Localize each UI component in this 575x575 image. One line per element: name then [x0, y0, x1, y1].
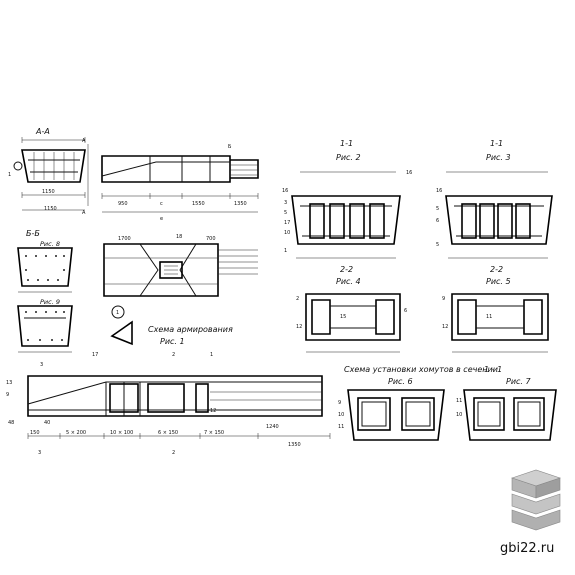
bubble-10-s7: 10: [456, 412, 462, 418]
fig4-label: Рис. 4: [336, 277, 361, 286]
watermark: gbi22.ru: [500, 541, 554, 556]
fig2-label: Рис. 2: [336, 153, 361, 162]
bubble-6-s4: 6: [404, 308, 407, 314]
dim-1200: 1240: [266, 424, 279, 430]
bubble-9-s5: 9: [442, 296, 445, 302]
beam-plan-detail: 1700 18 700: [103, 234, 258, 297]
stirrups-fig6: Рис. 6 9 10 11: [338, 377, 445, 441]
dim-1150: 1150: [42, 189, 55, 195]
section-1-1c-label: 1 - 1: [484, 365, 502, 374]
stirrups-fig7: Рис. 7 11 10: [456, 377, 557, 441]
section-2-2-fig4: 2-2 Рис. 4 15 2 12 6: [296, 265, 407, 353]
dim-48: 48: [8, 420, 14, 426]
section-1-1b-label: 1-1: [490, 139, 503, 148]
bubble-12: 12: [210, 408, 216, 414]
bubble-2-s4: 2: [296, 296, 299, 302]
dim-c: с: [160, 201, 163, 207]
dim-1350-bottom: 1350: [288, 442, 301, 448]
bubble-11: 11: [486, 314, 492, 320]
fig8-label: Рис. 8: [40, 240, 60, 248]
bubble-10: 10: [284, 230, 290, 236]
bubble-6: 6: [436, 218, 439, 224]
bubble-1-detail: 1: [116, 310, 119, 316]
dim-7x150: 7 × 150: [204, 430, 224, 436]
fig9-label: Рис. 9: [40, 298, 60, 306]
bubble-11-s7: 11: [456, 398, 462, 404]
section-b-b-label: Б-Б: [26, 229, 40, 238]
reinforcement-elevation: 3 17 2 1 13 9 40 12 150 5 × 200 10 × 100…: [6, 352, 331, 456]
bubble-5-s2: 5: [436, 206, 439, 212]
bubble-1: 1: [8, 172, 11, 178]
fig5-label: Рис. 5: [486, 277, 511, 286]
fig6-label: Рис. 6: [388, 377, 413, 386]
bubble-5-s2b: 5: [436, 242, 439, 248]
section-1-1a-label: 1-1: [340, 139, 353, 148]
fig7-label: Рис. 7: [506, 377, 532, 386]
dim-1150-bottom: 1150: [44, 206, 57, 212]
dim-950: 950: [118, 201, 128, 207]
dim-18: 18: [176, 234, 182, 240]
section-2-2-label: 2-2: [340, 265, 353, 274]
cut-b-top: Б: [228, 144, 232, 150]
section-a-a-label: A-A: [35, 127, 50, 136]
dim-6x150: 6 × 150: [158, 430, 178, 436]
bubble-16-right: 16: [406, 170, 412, 176]
dim-1350: 1350: [234, 201, 247, 207]
bracket-detail: 1: [110, 305, 133, 346]
fig1-label: Рис. 1: [160, 337, 185, 346]
section-2-2b-label: 2-2: [490, 265, 503, 274]
bubble-2-top: 2: [172, 352, 175, 358]
bubble-3-s1: 3: [284, 200, 287, 206]
dim-1700: 1700: [118, 236, 131, 242]
section-1-1-fig3: 1-1 Рис. 3 16 5 6 5: [436, 139, 553, 259]
cut-a-top: А: [82, 138, 86, 144]
dim-5x200: 5 × 200: [66, 430, 86, 436]
stirrups-caption: Схема установки хомутов в сечении: [344, 365, 498, 374]
bubble-5: 5: [284, 210, 287, 216]
bubble-9-s6: 9: [338, 400, 341, 406]
bubble-2-bottom: 2: [172, 450, 175, 456]
beam-elevation-top: А А 950 с 1550 1350 е Б: [82, 138, 259, 222]
bubble-13: 13: [6, 380, 12, 386]
section-a-a: A-A 1150 1150 1: [8, 127, 86, 212]
bubble-12-s5: 12: [442, 324, 448, 330]
section-1-1-fig2: 1-1 Рис. 2 16 3 5 17 10 1 16: [282, 139, 412, 259]
dim-150: 150: [30, 430, 40, 436]
bubble-12-s4: 12: [296, 324, 302, 330]
bubble-1-s1: 1: [284, 248, 287, 254]
bubble-9: 9: [6, 392, 9, 398]
bubble-1-top: 1: [210, 352, 213, 358]
bubble-11-s6: 11: [338, 424, 344, 430]
bubble-16: 16: [282, 188, 288, 194]
logo-icon: [511, 469, 561, 531]
bubble-16-s2: 16: [436, 188, 442, 194]
dim-1550: 1550: [192, 201, 205, 207]
fig3-label: Рис. 3: [486, 153, 511, 162]
cut-a-bottom: А: [82, 210, 86, 216]
bubble-10-s6: 10: [338, 412, 344, 418]
bubble-15: 15: [340, 314, 346, 320]
section-b-b: Б-Б Рис. 8 Рис. 9: [17, 229, 73, 353]
reinforcement-caption: Схема армирования: [148, 325, 233, 334]
dim-e: е: [160, 216, 163, 222]
dim-10x100: 10 × 100: [110, 430, 133, 436]
bubble-3: 3: [40, 362, 43, 368]
bubble-3-bottom: 3: [38, 450, 41, 456]
bubble-17: 17: [92, 352, 98, 358]
section-2-2-fig5: 2-2 Рис. 5 11 9 12: [442, 265, 549, 353]
dim-700: 700: [206, 236, 216, 242]
dim-40: 40: [44, 420, 50, 426]
bubble-17-s1: 17: [284, 220, 290, 226]
